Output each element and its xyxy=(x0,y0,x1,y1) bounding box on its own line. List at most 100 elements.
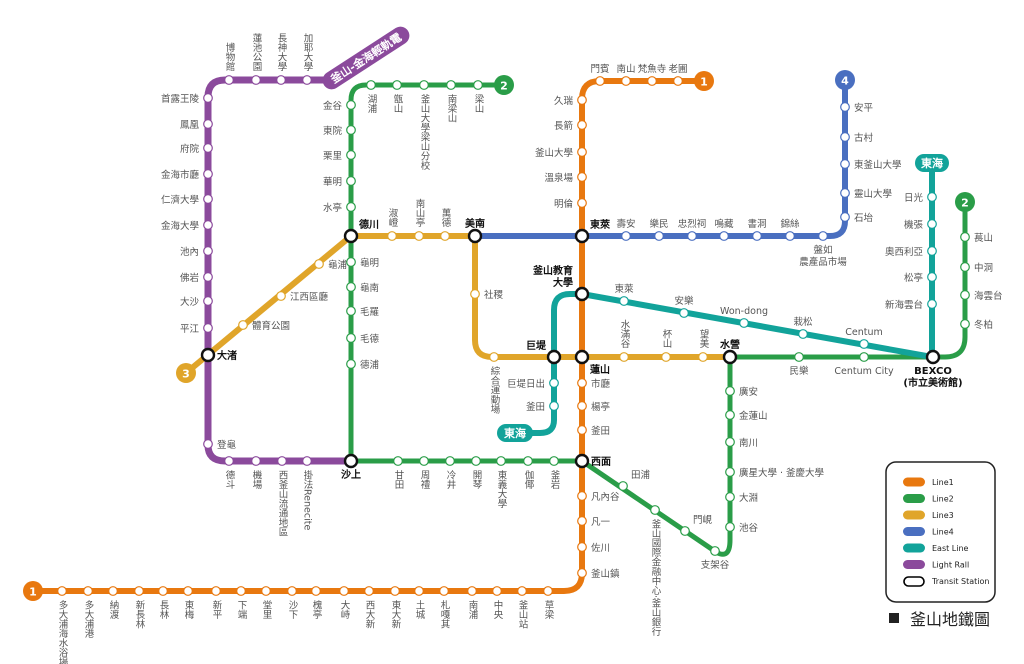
station-marker[interactable] xyxy=(577,401,587,411)
station[interactable]: 甑山 xyxy=(392,80,404,113)
transfer-station[interactable]: 水營 xyxy=(719,338,740,365)
station[interactable]: 綜合運動場 xyxy=(489,352,501,415)
station[interactable]: 梵魚寺 xyxy=(638,63,667,86)
station[interactable]: 湖浦 xyxy=(366,80,378,114)
station-marker[interactable] xyxy=(840,212,850,222)
station-marker[interactable] xyxy=(440,231,450,241)
station[interactable]: 門峴 xyxy=(680,515,713,536)
station[interactable]: 德斗 xyxy=(224,456,236,489)
transfer-station[interactable]: 美南 xyxy=(465,217,485,244)
station-marker[interactable] xyxy=(725,522,735,532)
station-marker[interactable] xyxy=(496,456,506,466)
station-marker[interactable] xyxy=(346,202,356,212)
station-marker[interactable] xyxy=(236,586,246,596)
station-marker[interactable] xyxy=(859,352,869,362)
transfer-marker[interactable] xyxy=(343,228,359,244)
station[interactable]: 大淵 xyxy=(725,492,758,504)
station-marker[interactable] xyxy=(960,232,970,242)
station-marker[interactable] xyxy=(798,329,808,339)
station-marker[interactable] xyxy=(393,456,403,466)
transfer-marker[interactable] xyxy=(546,349,562,365)
station-marker[interactable] xyxy=(261,586,271,596)
station-marker[interactable] xyxy=(390,586,400,596)
station[interactable]: 機場 xyxy=(251,456,263,490)
station-marker[interactable] xyxy=(467,586,477,596)
station[interactable]: 望美 xyxy=(698,328,710,362)
station[interactable]: 多大浦港 xyxy=(83,586,95,638)
station[interactable]: 靈山大學 xyxy=(840,188,892,200)
station-marker[interactable] xyxy=(840,159,850,169)
station-marker[interactable] xyxy=(725,386,735,396)
station-marker[interactable] xyxy=(794,352,804,362)
station-marker[interactable] xyxy=(224,75,234,85)
station[interactable]: 日光 xyxy=(904,192,937,204)
station[interactable]: 廣安 xyxy=(725,386,758,398)
station[interactable]: 南川 xyxy=(725,437,758,449)
transfer-station[interactable]: 釜山教育大學 xyxy=(532,264,590,302)
station[interactable]: 佐川 xyxy=(577,542,610,554)
station[interactable]: 南山 xyxy=(616,63,636,86)
station-marker[interactable] xyxy=(203,296,213,306)
station[interactable]: 溫泉場 xyxy=(544,172,587,184)
station[interactable]: 加耶大學 xyxy=(302,33,314,85)
station-marker[interactable] xyxy=(927,219,937,229)
station-marker[interactable] xyxy=(203,194,213,204)
station[interactable]: 東梅 xyxy=(183,586,195,620)
station[interactable]: 中央 xyxy=(492,586,504,620)
station-marker[interactable] xyxy=(387,231,397,241)
station[interactable]: 東大新 xyxy=(390,586,402,630)
station[interactable]: 金蓮山 xyxy=(725,410,768,422)
station[interactable]: 體育公園 xyxy=(238,320,290,332)
station[interactable]: 東萊 xyxy=(614,283,634,306)
station[interactable]: 栗里 xyxy=(323,150,356,162)
station[interactable]: 民樂 xyxy=(789,352,809,377)
station-marker[interactable] xyxy=(83,586,93,596)
station-marker[interactable] xyxy=(654,231,664,241)
station-marker[interactable] xyxy=(203,93,213,103)
station[interactable]: 府院 xyxy=(180,143,213,155)
transfer-station[interactable]: 蓮山 xyxy=(574,349,610,376)
station-marker[interactable] xyxy=(739,318,749,328)
transfer-station[interactable]: 東萊 xyxy=(574,218,611,244)
station[interactable]: 釜山大學梁山分校 xyxy=(419,80,431,171)
station-marker[interactable] xyxy=(927,192,937,202)
station-marker[interactable] xyxy=(710,546,720,556)
station-marker[interactable] xyxy=(785,231,795,241)
station-marker[interactable] xyxy=(725,410,735,420)
station-marker[interactable] xyxy=(346,333,356,343)
station-marker[interactable] xyxy=(346,282,356,292)
station-marker[interactable] xyxy=(719,231,729,241)
station[interactable]: 古村 xyxy=(840,132,874,144)
station[interactable]: 盤如農產品市場 xyxy=(799,231,847,268)
transfer-marker[interactable] xyxy=(200,347,216,363)
station[interactable]: 堂里 xyxy=(261,586,273,619)
station-marker[interactable] xyxy=(134,586,144,596)
station-marker[interactable] xyxy=(251,75,261,85)
station-marker[interactable] xyxy=(439,586,449,596)
station[interactable]: 佛岩 xyxy=(180,272,213,284)
station[interactable]: 錦絲 xyxy=(780,218,800,241)
station-marker[interactable] xyxy=(203,169,213,179)
station-marker[interactable] xyxy=(203,119,213,129)
transfer-station[interactable]: 沙上 xyxy=(341,453,361,481)
station-marker[interactable] xyxy=(927,272,937,282)
station-marker[interactable] xyxy=(183,586,193,596)
station[interactable]: 凡一 xyxy=(577,516,611,528)
transfer-station[interactable]: BEXCO(市立美術館) xyxy=(903,349,963,389)
station-marker[interactable] xyxy=(859,339,869,349)
station[interactable]: 石坮 xyxy=(840,212,874,224)
station-marker[interactable] xyxy=(840,188,850,198)
station[interactable]: 金谷 xyxy=(323,100,356,112)
station[interactable]: 釜田 xyxy=(577,425,610,437)
station-marker[interactable] xyxy=(203,439,213,449)
station-marker[interactable] xyxy=(314,259,324,269)
station[interactable]: 甘田 xyxy=(393,456,405,490)
station[interactable]: 池谷 xyxy=(725,522,759,534)
station[interactable]: 周禮 xyxy=(419,456,431,490)
station-marker[interactable] xyxy=(203,143,213,153)
station-marker[interactable] xyxy=(595,76,605,86)
station[interactable]: 安樂 xyxy=(674,295,694,318)
station-marker[interactable] xyxy=(725,492,735,502)
station-marker[interactable] xyxy=(549,378,559,388)
station[interactable]: 梁山 xyxy=(473,80,485,113)
